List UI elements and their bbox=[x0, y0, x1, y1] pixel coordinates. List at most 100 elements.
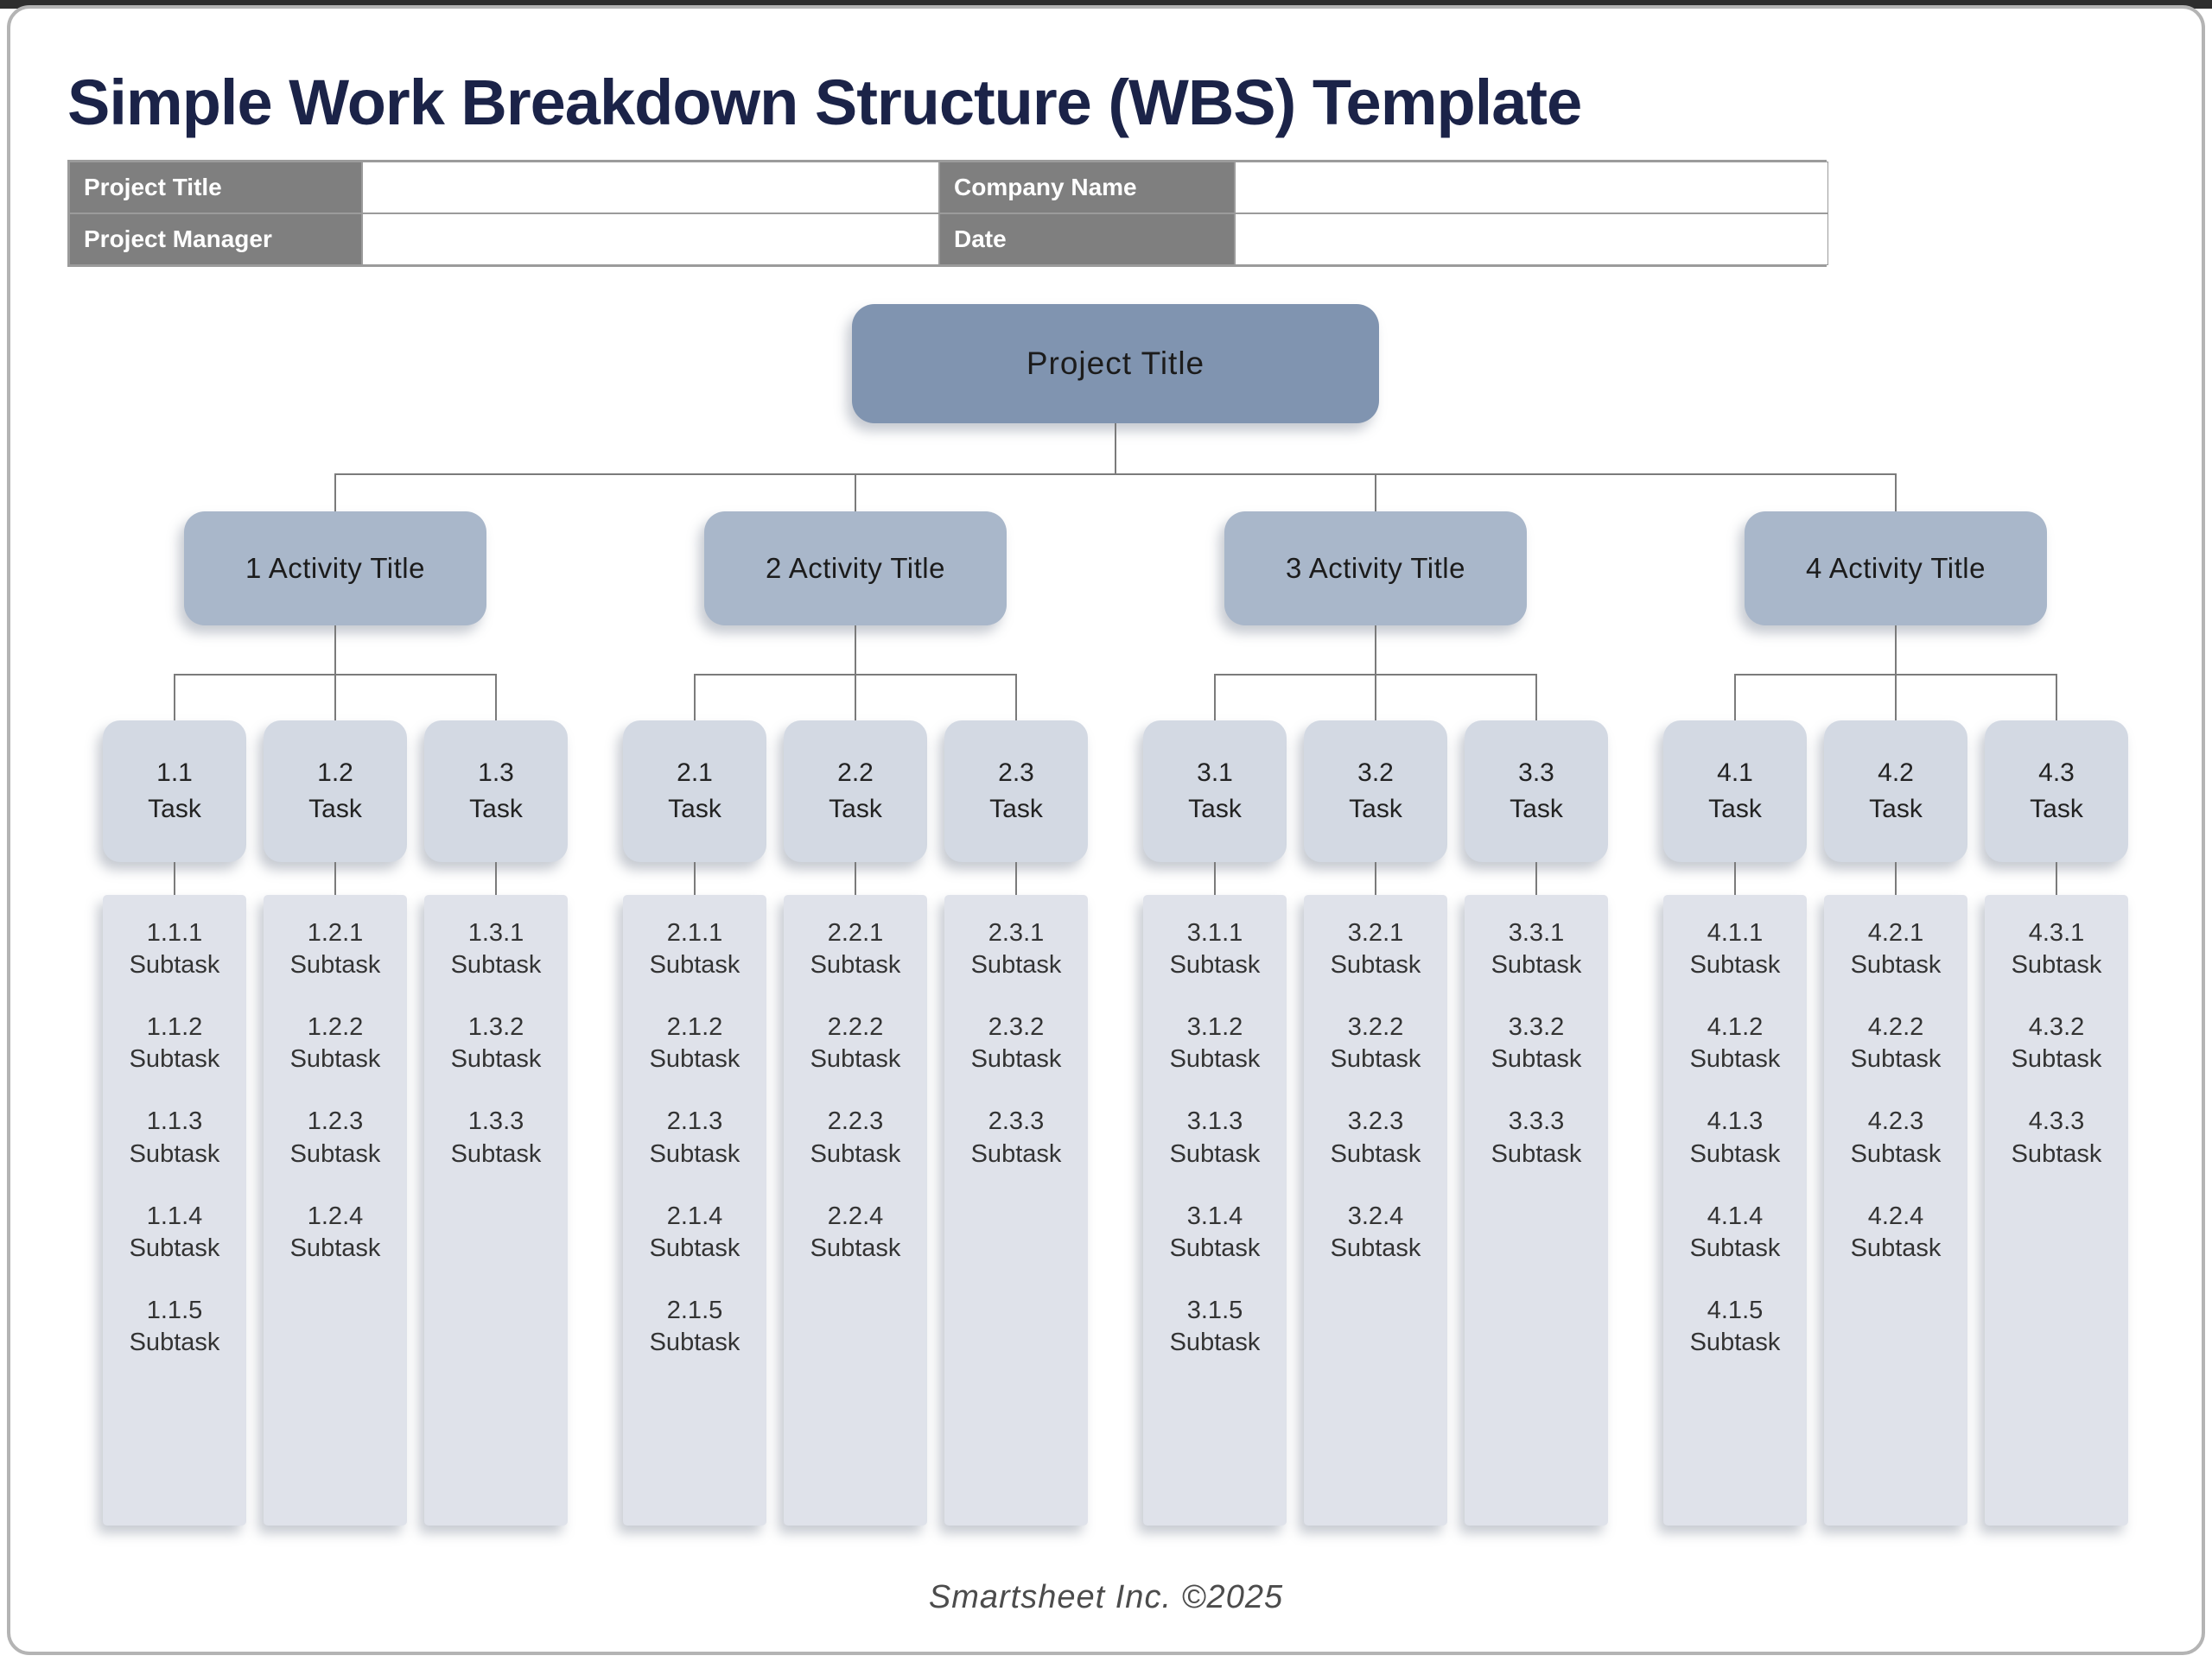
subtask-item: 4.3.3 Subtask bbox=[2011, 1107, 2102, 1168]
connector-task-drop bbox=[174, 674, 175, 720]
subtask-item: 2.1.4 Subtask bbox=[649, 1202, 741, 1262]
subtask-item: 1.2.3 Subtask bbox=[289, 1107, 381, 1168]
company-name-value[interactable] bbox=[1235, 162, 1828, 213]
subtask-item: 3.2.1 Subtask bbox=[1330, 919, 1421, 980]
activity-node: 2 Activity Title bbox=[704, 511, 1007, 625]
subtask-column: 3.1.1 Subtask 3.1.2 Subtask 3.1.3 Subtask 3… bbox=[1143, 895, 1287, 1526]
subtask-item: 1.1.2 Subtask bbox=[129, 1013, 220, 1074]
subtask-item: 1.2.2 Subtask bbox=[289, 1013, 381, 1074]
subtask-item: 4.2.1 Subtask bbox=[1850, 919, 1942, 980]
connector-subtask-drop bbox=[855, 862, 856, 895]
connector-task-drop bbox=[694, 674, 696, 720]
connector-activity-stem bbox=[334, 625, 336, 674]
task-label: Task bbox=[1349, 795, 1402, 823]
task-id: 3.1 bbox=[1197, 758, 1233, 787]
activity-node: 4 Activity Title bbox=[1745, 511, 2047, 625]
project-manager-label: Project Manager bbox=[69, 213, 362, 265]
subtask-item: 2.3.3 Subtask bbox=[970, 1107, 1062, 1168]
info-table: Project Title Company Name Project Manag… bbox=[67, 160, 1828, 267]
date-label: Date bbox=[939, 213, 1235, 265]
subtask-item: 2.2.4 Subtask bbox=[810, 1202, 901, 1262]
connector-task-drop bbox=[1214, 674, 1216, 720]
connector-task-drop bbox=[334, 674, 336, 720]
subtask-item: 2.2.3 Subtask bbox=[810, 1107, 901, 1168]
task-label: Task bbox=[829, 795, 882, 823]
task-label: Task bbox=[469, 795, 523, 823]
subtask-item: 4.2.2 Subtask bbox=[1850, 1013, 1942, 1074]
subtask-item: 3.1.4 Subtask bbox=[1169, 1202, 1261, 1262]
connector-subtask-drop bbox=[174, 862, 175, 895]
subtask-item: 3.3.3 Subtask bbox=[1491, 1107, 1582, 1168]
connector-task-drop bbox=[1895, 674, 1897, 720]
task-label: Task bbox=[1869, 795, 1923, 823]
connector-top-rail bbox=[335, 473, 1896, 475]
subtask-item: 3.1.2 Subtask bbox=[1169, 1013, 1261, 1074]
connector-subtask-drop bbox=[694, 862, 696, 895]
connector-subtask-drop bbox=[1734, 862, 1736, 895]
subtask-item: 4.3.1 Subtask bbox=[2011, 919, 2102, 980]
subtask-item: 4.2.3 Subtask bbox=[1850, 1107, 1942, 1168]
subtask-item: 2.1.2 Subtask bbox=[649, 1013, 741, 1074]
subtask-item: 4.1.2 Subtask bbox=[1689, 1013, 1781, 1074]
connector-activity-stem bbox=[1375, 625, 1376, 674]
subtask-item: 2.2.2 Subtask bbox=[810, 1013, 901, 1074]
connector-task-drop bbox=[495, 674, 497, 720]
page-title: Simple Work Breakdown Structure (WBS) Te… bbox=[67, 66, 1582, 138]
connector-subtask-drop bbox=[1535, 862, 1537, 895]
subtask-item: 1.1.4 Subtask bbox=[129, 1202, 220, 1262]
connector-activity-stem bbox=[855, 625, 856, 674]
task-id: 3.3 bbox=[1518, 758, 1554, 787]
subtask-item: 3.1.5 Subtask bbox=[1169, 1296, 1261, 1356]
task-id: 4.1 bbox=[1717, 758, 1753, 787]
subtask-item: 4.1.4 Subtask bbox=[1689, 1202, 1781, 1262]
subtask-item: 2.1.3 Subtask bbox=[649, 1107, 741, 1168]
project-title-value[interactable] bbox=[362, 162, 939, 213]
project-manager-value[interactable] bbox=[362, 213, 939, 265]
connector-subtask-drop bbox=[1895, 862, 1897, 895]
subtask-item: 2.1.1 Subtask bbox=[649, 919, 741, 980]
subtask-item: 1.1.3 Subtask bbox=[129, 1107, 220, 1168]
connector-task-drop bbox=[1535, 674, 1537, 720]
task-label: Task bbox=[148, 795, 201, 823]
connector-task-drop bbox=[1015, 674, 1017, 720]
subtask-item: 3.1.3 Subtask bbox=[1169, 1107, 1261, 1168]
subtask-item: 1.1.5 Subtask bbox=[129, 1296, 220, 1356]
connector-root-drop bbox=[1115, 423, 1116, 473]
task-id: 1.1 bbox=[156, 758, 193, 787]
subtask-item: 2.3.1 Subtask bbox=[970, 919, 1062, 980]
subtask-item: 3.3.2 Subtask bbox=[1491, 1013, 1582, 1074]
task-id: 4.3 bbox=[2038, 758, 2075, 787]
footer-copyright: Smartsheet Inc. ©2025 bbox=[928, 1579, 1284, 1615]
connector-task-drop bbox=[2056, 674, 2057, 720]
subtask-item: 3.2.4 Subtask bbox=[1330, 1202, 1421, 1262]
connector-subtask-drop bbox=[1375, 862, 1376, 895]
subtask-item: 1.1.1 Subtask bbox=[129, 919, 220, 980]
task-id: 2.1 bbox=[677, 758, 713, 787]
subtask-item: 3.1.1 Subtask bbox=[1169, 919, 1261, 980]
connector-activity-drop bbox=[334, 473, 336, 511]
company-name-label: Company Name bbox=[939, 162, 1235, 213]
task-label: Task bbox=[989, 795, 1043, 823]
activity-node: 1 Activity Title bbox=[184, 511, 486, 625]
subtask-item: 4.1.1 Subtask bbox=[1689, 919, 1781, 980]
date-value[interactable] bbox=[1235, 213, 1828, 265]
activity-node: 3 Activity Title bbox=[1224, 511, 1527, 625]
subtask-item: 3.2.2 Subtask bbox=[1330, 1013, 1421, 1074]
